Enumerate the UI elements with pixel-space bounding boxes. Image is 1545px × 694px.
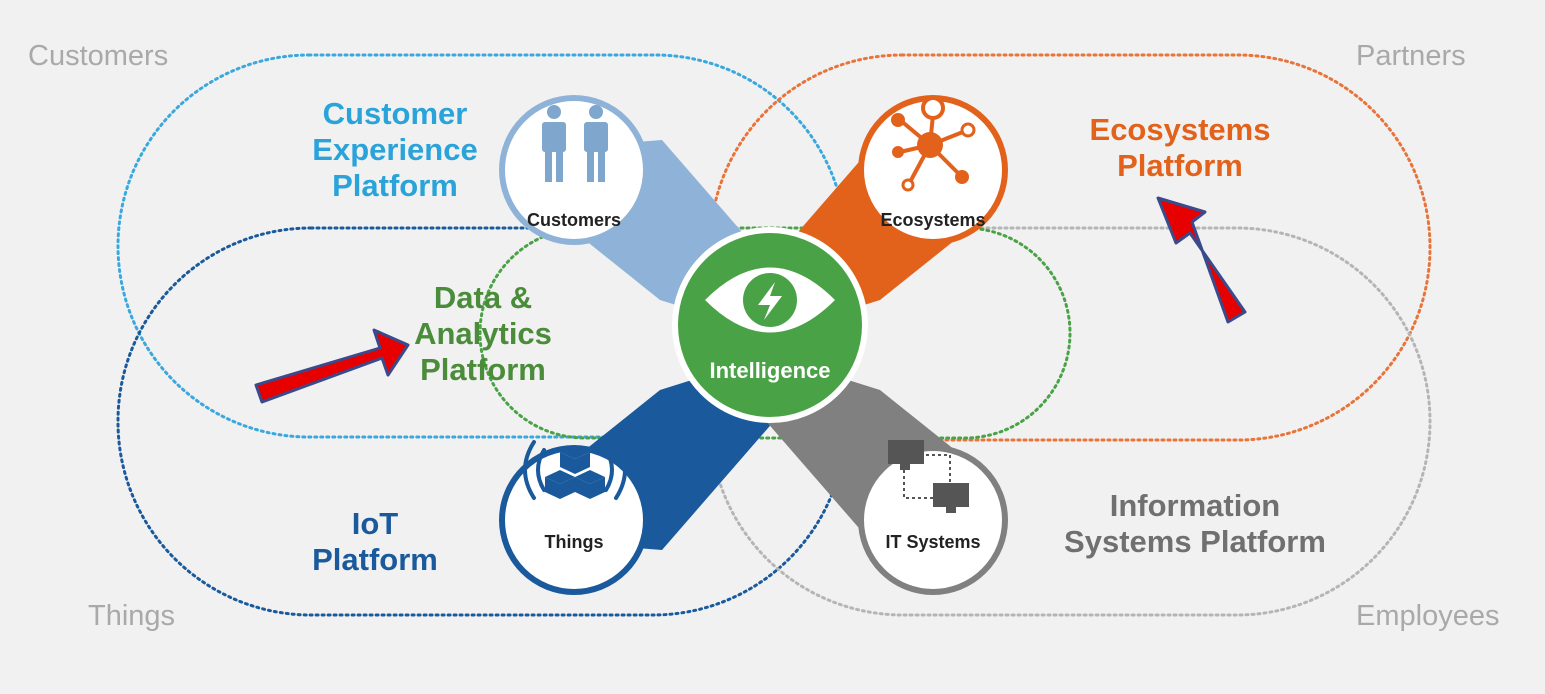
customer-experience-outline: [116, 53, 848, 439]
things-node-label: Things: [544, 532, 604, 552]
information-systems-platform-label: Information Systems Platform: [1025, 488, 1365, 560]
it-systems-node-label: IT Systems: [885, 532, 981, 552]
platform-label-line: Systems Platform: [1064, 524, 1326, 559]
customers-node-label: Customers: [526, 210, 622, 230]
platform-label-line: Platform: [1117, 148, 1243, 183]
platform-label-line: Ecosystems: [1089, 112, 1271, 147]
ecosystems-node-label: Ecosystems: [880, 210, 986, 230]
annotation-arrow-right: [1156, 196, 1247, 324]
customers-circle: [499, 95, 649, 245]
platform-label-line: IoT: [351, 506, 399, 541]
platform-label-line: Platform: [420, 352, 546, 387]
people-icon: [542, 105, 608, 182]
annotation-arrow-left: [254, 328, 410, 404]
platform-label-line: Information: [1109, 488, 1281, 523]
corner-label-things: Things: [88, 600, 176, 632]
platform-label-line: Data &: [433, 280, 533, 315]
iot-outline: [116, 226, 848, 617]
data-analytics-platform-label: Data & Analytics Platform: [393, 280, 573, 388]
corner-label-partners: Partners: [1356, 40, 1466, 72]
connected-monitors-icon: [888, 440, 969, 513]
intelligence-node-label: Intelligence: [709, 358, 831, 383]
network-hub-icon: [891, 96, 976, 192]
platform-label-line: Platform: [312, 542, 438, 577]
platform-label-line: Experience: [312, 132, 478, 167]
iot-platform-label: IoT Platform: [285, 506, 465, 578]
ecosystems-platform-label: Ecosystems Platform: [1060, 112, 1300, 184]
platform-label-line: Customer: [322, 96, 468, 131]
customer-experience-platform-label: Customer Experience Platform: [285, 96, 505, 204]
it-systems-circle: [858, 445, 1008, 595]
platform-label-line: Analytics: [414, 316, 552, 351]
data-analytics-outline: [478, 226, 1072, 440]
cubes-signal-icon: [523, 440, 627, 500]
corner-label-customers: Customers: [28, 40, 169, 72]
platform-label-line: Platform: [332, 168, 458, 203]
corner-label-employees: Employees: [1356, 600, 1500, 632]
eye-lightning-icon: [705, 267, 835, 333]
